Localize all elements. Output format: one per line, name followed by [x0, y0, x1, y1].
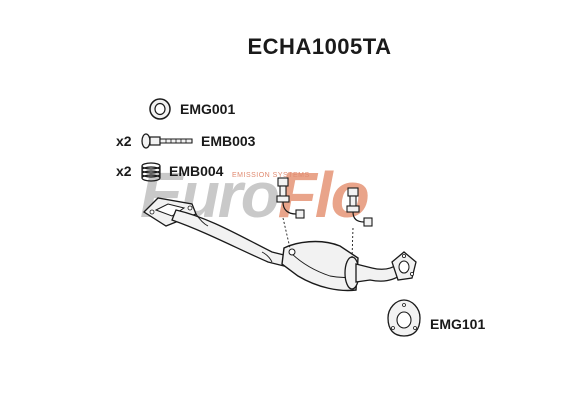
outlet-flange-icon [391, 251, 417, 281]
oxygen-sensor-downstream-icon [346, 187, 373, 259]
part-label-emg101: EMG101 [430, 316, 486, 332]
bolt-emb003-icon [141, 133, 193, 149]
spring-emb004-icon [141, 162, 161, 182]
quantity-label-emb004: x2 [116, 163, 132, 179]
gasket-emg001-icon [149, 98, 171, 120]
quantity-label-emb003: x2 [116, 133, 132, 149]
oxygen-sensor-upstream-icon [276, 177, 305, 249]
gasket-emg101-icon [387, 299, 421, 337]
part-label-emb004: EMB004 [169, 163, 224, 179]
catalytic-converter-icon [281, 240, 360, 292]
watermark-tagline: EMISSION SYSTEMS [232, 172, 310, 179]
part-label-emg001: EMG001 [180, 101, 236, 117]
front-pipe-icon [171, 209, 289, 267]
part-label-emb003: EMB003 [201, 133, 256, 149]
part-number-title: ECHA1005TA [247, 34, 392, 59]
